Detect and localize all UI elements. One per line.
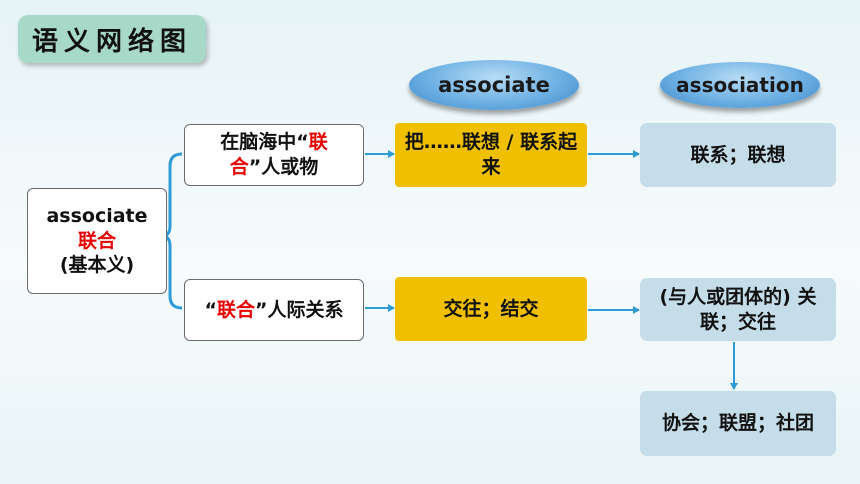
branch-top-highlight: 联合 xyxy=(229,131,328,178)
root-meaning: 联合 xyxy=(77,229,116,252)
noun-mid-node: (与人或团体的) 关联；交往 xyxy=(640,278,836,341)
branch-bottom-highlight: 联合 xyxy=(216,298,255,321)
header-associate: associate xyxy=(409,60,579,110)
branch-top-node: 在脑海中“联合”人或物 xyxy=(184,124,364,186)
noun-top-node: 联系；联想 xyxy=(640,123,836,187)
branch-bottom-text-1: “ xyxy=(204,298,217,321)
branch-bottom-node: “联合”人际关系 xyxy=(184,279,364,341)
branch-top-text-2: ”人或物 xyxy=(248,156,319,178)
verb-bottom-node: 交往；结交 xyxy=(395,277,587,341)
root-node: associate 联合 (基本义) xyxy=(27,188,167,294)
root-word: associate xyxy=(46,204,148,227)
header-association: association xyxy=(660,62,820,108)
page-title: 语义网络图 xyxy=(18,15,206,63)
branch-top-text-1: 在脑海中“ xyxy=(220,131,309,154)
branch-bottom-text-2: ”人际关系 xyxy=(255,298,344,321)
verb-top-node: 把……联想 / 联系起来 xyxy=(395,123,587,187)
root-note: (基本义) xyxy=(59,254,135,277)
noun-bottom-node: 协会；联盟；社团 xyxy=(640,391,836,456)
